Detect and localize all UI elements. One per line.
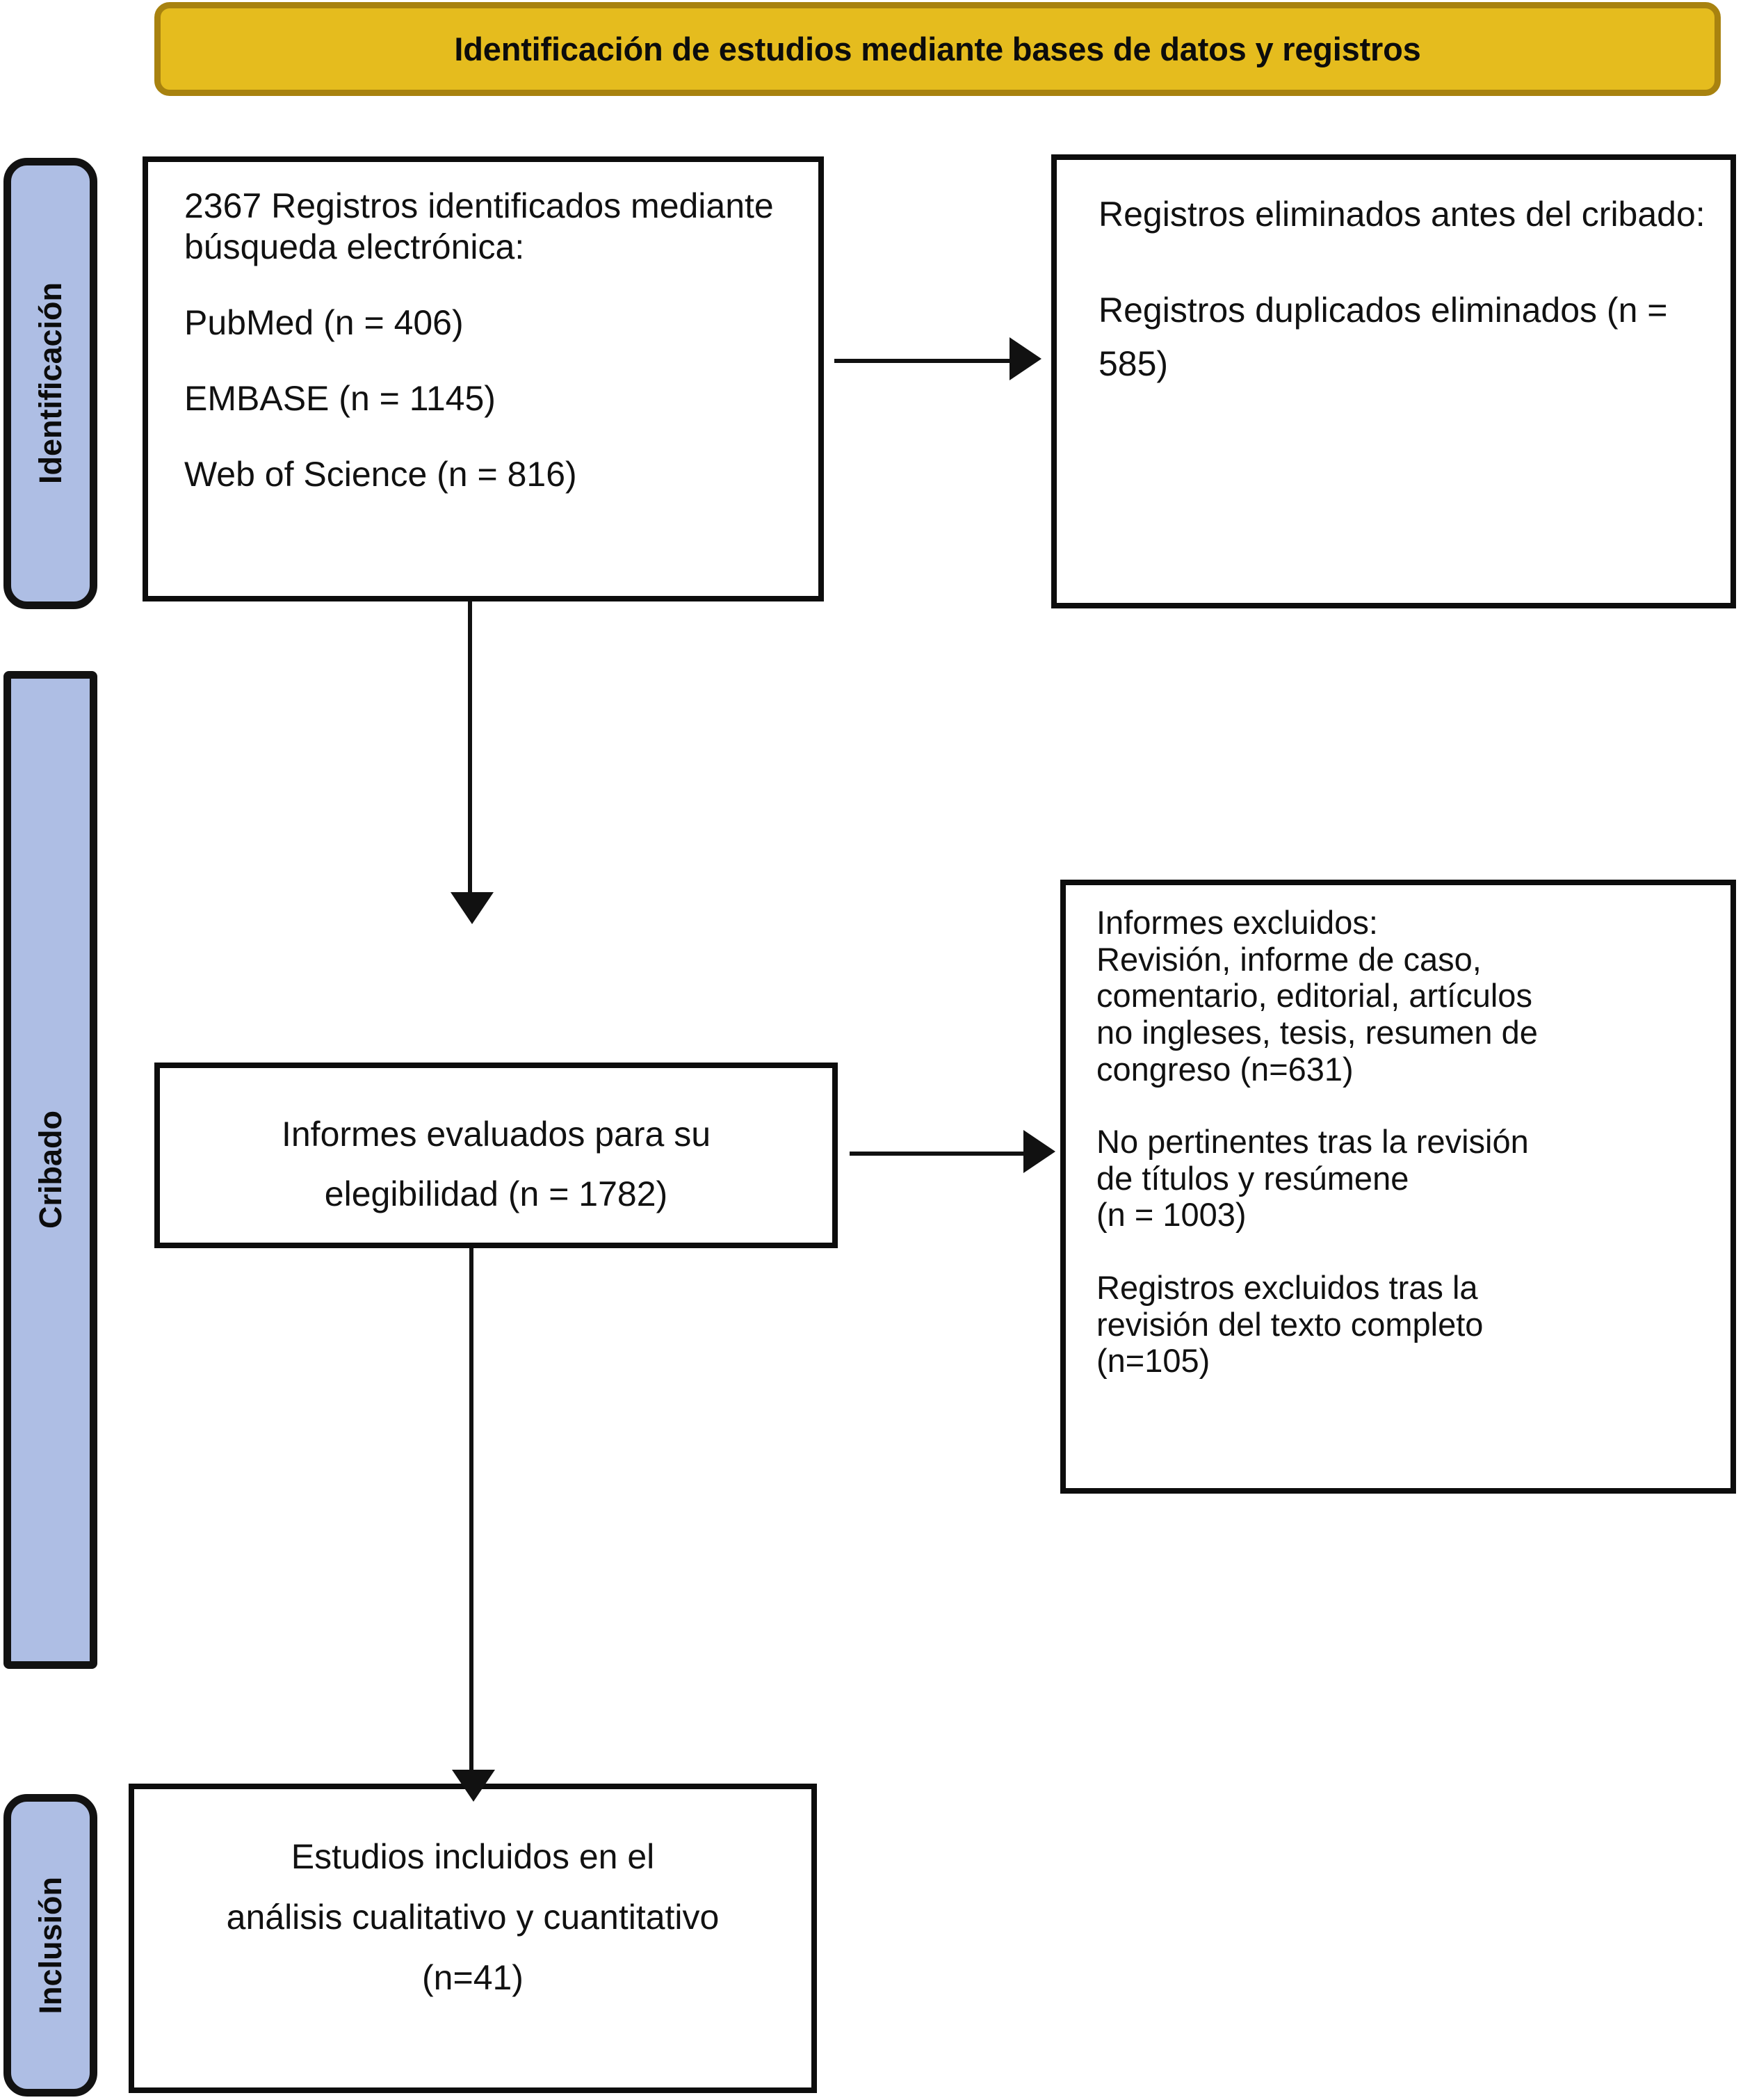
box-reports-excluded: Informes excluidos:Revisión, informe de … bbox=[1060, 880, 1736, 1494]
records-removed-heading: Registros eliminados antes del cribado: bbox=[1099, 195, 1705, 234]
stage-label-inclusion: Inclusión bbox=[3, 1794, 97, 2097]
diagram-title-text: Identificación de estudios mediante base… bbox=[454, 31, 1421, 67]
connector-screened-to-included-arrowhead bbox=[452, 1770, 495, 1802]
studies-included-line3: (n=41) bbox=[422, 1958, 524, 1997]
records-source-pubmed: PubMed (n = 406) bbox=[184, 303, 464, 342]
box-studies-included: Estudios incluidos en el análisis cualit… bbox=[129, 1784, 817, 2093]
connector-identified-to-screened-line bbox=[468, 601, 472, 894]
stage-label-text-identificacion: Identificación bbox=[32, 282, 68, 485]
records-identified-total: 2367 Registros identificados mediante bú… bbox=[184, 186, 774, 266]
stage-label-identificacion: Identificación bbox=[3, 158, 97, 609]
reports-screened-line2: elegibilidad (n = 1782) bbox=[324, 1174, 668, 1213]
box-reports-screened: Informes evaluados para su elegibilidad … bbox=[154, 1063, 838, 1248]
box-records-removed-content: Registros eliminados antes del cribado: … bbox=[1057, 160, 1730, 391]
reports-excluded-reason-1: Informes excluidos:Revisión, informe de … bbox=[1096, 904, 1538, 1088]
connector-identified-to-screened-arrowhead bbox=[451, 892, 494, 924]
box-reports-excluded-content: Informes excluidos:Revisión, informe de … bbox=[1066, 885, 1730, 1380]
studies-included-line2: análisis cualitativo y cuantitativo bbox=[226, 1898, 720, 1937]
connector-identified-to-removed-arrowhead bbox=[1010, 337, 1041, 380]
connector-screened-to-excluded-line bbox=[850, 1152, 1025, 1156]
box-records-identified-content: 2367 Registros identificados mediante bú… bbox=[148, 162, 818, 495]
connector-screened-to-excluded-arrowhead bbox=[1023, 1130, 1055, 1173]
stage-label-cribado: Cribado bbox=[3, 671, 97, 1669]
box-studies-included-content: Estudios incluidos en el análisis cualit… bbox=[134, 1789, 811, 2008]
records-source-embase: EMBASE (n = 1145) bbox=[184, 379, 496, 418]
box-records-removed: Registros eliminados antes del cribado: … bbox=[1051, 154, 1736, 608]
records-source-wos: Web of Science (n = 816) bbox=[184, 455, 577, 494]
reports-screened-line1: Informes evaluados para su bbox=[281, 1115, 711, 1154]
diagram-title-banner: Identificación de estudios mediante base… bbox=[154, 2, 1721, 96]
connector-screened-to-included-line bbox=[469, 1248, 473, 1771]
box-records-identified: 2367 Registros identificados mediante bú… bbox=[143, 156, 824, 601]
stage-label-text-cribado: Cribado bbox=[32, 1110, 68, 1229]
studies-included-line1: Estudios incluidos en el bbox=[291, 1837, 655, 1876]
box-reports-screened-content: Informes evaluados para su elegibilidad … bbox=[160, 1068, 832, 1224]
connector-identified-to-removed-line bbox=[834, 359, 1012, 363]
stage-label-text-inclusion: Inclusión bbox=[32, 1876, 68, 2014]
records-removed-duplicates: Registros duplicados eliminados (n = 585… bbox=[1099, 290, 1668, 384]
